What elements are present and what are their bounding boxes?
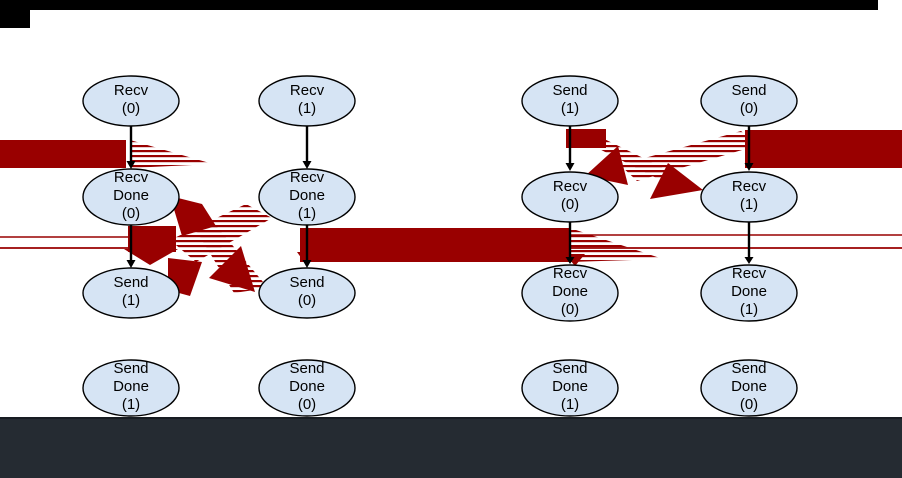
edge-arrowhead-icon [565,257,575,264]
node-r-recvdone-1 [700,264,798,322]
node-r-send-0 [700,75,798,127]
node-l-recv-0 [82,75,180,127]
node-r-recv-0 [521,171,619,223]
edge-arrowhead-icon [565,163,575,171]
red-arrow-feather [568,133,690,183]
top-window-corner [0,0,30,28]
red-arrow-shape [128,226,176,252]
node-l-recvdone-0 [82,168,180,226]
black-edge-layer [126,126,754,268]
node-r-senddone-1 [521,359,619,417]
node-r-recv-1 [700,171,798,223]
bottom-taskbar [0,417,902,478]
edge-arrowhead-icon [744,163,754,171]
red-arrow-feather [570,228,663,262]
red-arrow-shape [124,249,178,265]
node-l-senddone-1 [82,359,180,417]
red-arrow-shape [0,140,126,168]
node-r-senddone-0 [700,359,798,417]
node-l-recv-1 [258,75,356,127]
red-arrow-shape [745,130,902,168]
node-layer [82,75,798,417]
top-window-bar [0,0,878,10]
node-l-send-0 [258,267,356,319]
red-arrow-shape [650,163,703,199]
edge-arrowhead-icon [302,161,312,169]
node-r-recvdone-0 [521,264,619,322]
edge-arrowhead-icon [302,260,312,268]
edge-arrowhead-icon [744,257,754,264]
edge-arrowhead-icon [126,161,136,169]
red-arrow-layer [0,129,902,296]
red-arrow-shape [300,228,570,262]
node-l-send-1 [82,267,180,319]
node-l-recvdone-1 [258,168,356,226]
node-r-send-1 [521,75,619,127]
red-arrow-shape [209,246,255,292]
red-arrow-feather [130,140,213,168]
edge-arrowhead-icon [126,260,136,268]
node-l-senddone-0 [258,359,356,417]
